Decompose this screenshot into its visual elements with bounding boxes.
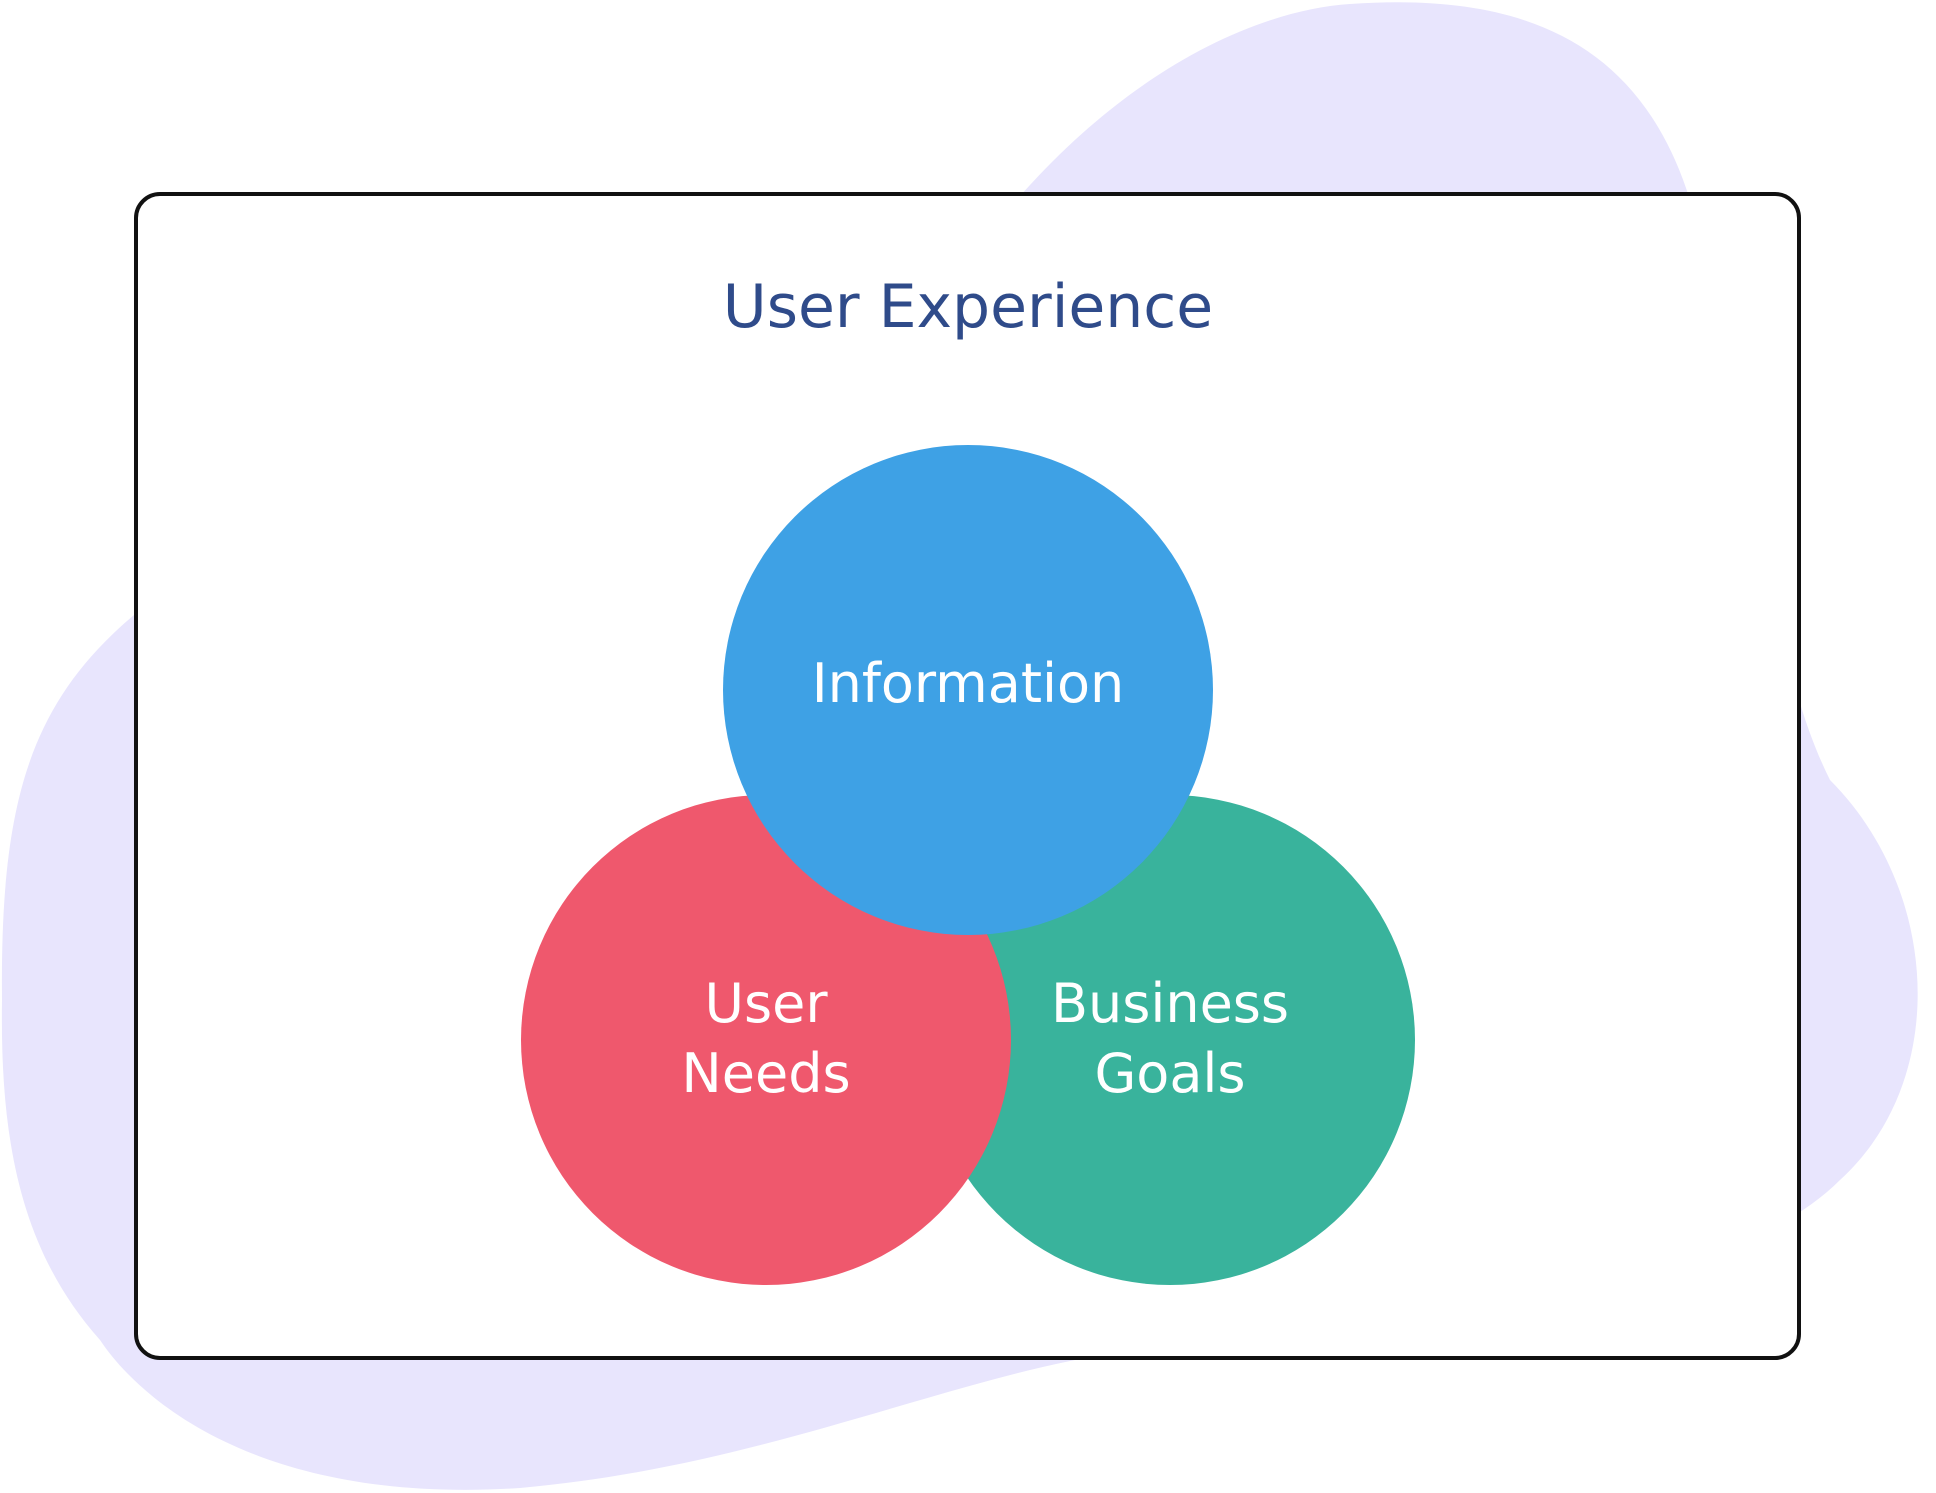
diagram-title: User Experience [723, 272, 1213, 342]
label-user-needs-line1: User [704, 972, 828, 1035]
label-business-goals-line1: Business [1051, 972, 1289, 1035]
circle-information [723, 445, 1213, 935]
label-user-needs-line2: Needs [681, 1042, 850, 1105]
label-information: Information [812, 652, 1125, 715]
label-business-goals-line2: Goals [1094, 1042, 1245, 1105]
